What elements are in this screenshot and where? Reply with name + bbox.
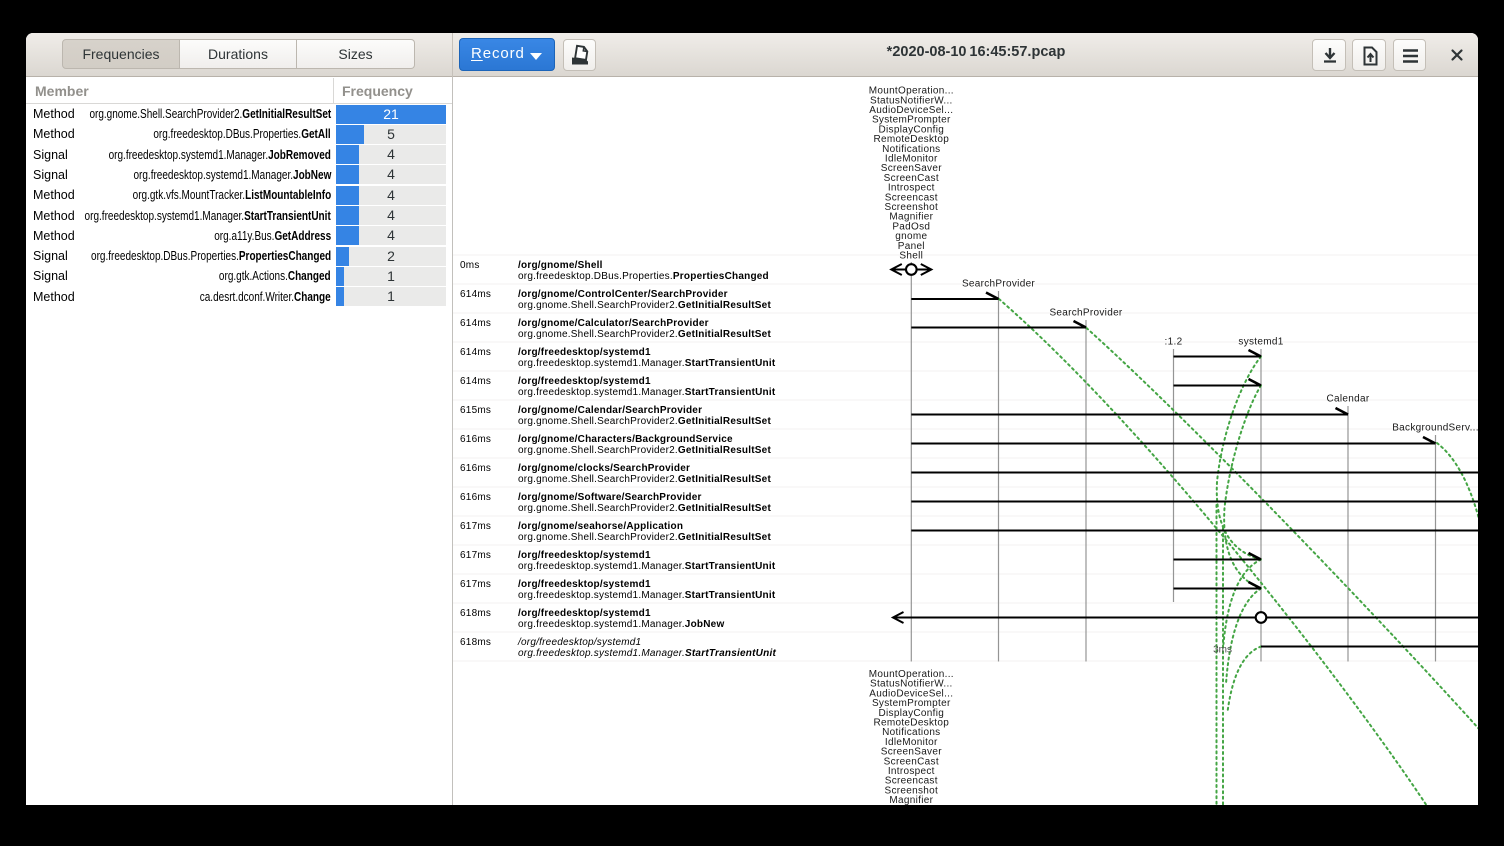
svg-text:Introspect: Introspect: [888, 183, 935, 194]
svg-text::1.2: :1.2: [1165, 337, 1183, 348]
svg-text:Screenshot: Screenshot: [885, 785, 939, 796]
svg-text:Screencast: Screencast: [885, 776, 938, 787]
svg-text:StatusNotifierW...: StatusNotifierW...: [870, 679, 953, 690]
svg-text:RemoteDesktop: RemoteDesktop: [873, 718, 949, 729]
svg-text:PadOsd: PadOsd: [892, 221, 930, 232]
svg-text:AudioDeviceSel...: AudioDeviceSel...: [869, 105, 953, 116]
svg-text:Screenshot: Screenshot: [885, 202, 939, 213]
svg-text:Introspect: Introspect: [888, 766, 935, 777]
svg-text:RemoteDesktop: RemoteDesktop: [873, 134, 949, 145]
svg-text:Shell: Shell: [899, 251, 923, 262]
svg-text:MountOperation...: MountOperation...: [869, 86, 954, 97]
svg-text:ScreenSaver: ScreenSaver: [881, 163, 942, 174]
svg-text:DisplayConfig: DisplayConfig: [878, 124, 944, 135]
svg-text:SearchProvider: SearchProvider: [1049, 308, 1122, 319]
svg-text:Magnifier: Magnifier: [889, 795, 933, 805]
svg-text:BackgroundServ...: BackgroundServ...: [1392, 423, 1478, 434]
svg-text:IdleMonitor: IdleMonitor: [885, 154, 938, 165]
svg-text:Notifications: Notifications: [882, 727, 940, 738]
svg-text:AudioDeviceSel...: AudioDeviceSel...: [869, 688, 953, 699]
svg-text:SystemPrompter: SystemPrompter: [872, 698, 951, 709]
svg-text:ScreenCast: ScreenCast: [884, 173, 939, 184]
svg-text:Magnifier: Magnifier: [889, 212, 933, 223]
svg-text:Calendar: Calendar: [1327, 394, 1370, 405]
svg-text:Screencast: Screencast: [885, 192, 938, 203]
svg-text:MountOperation...: MountOperation...: [869, 669, 954, 680]
svg-text:SearchProvider: SearchProvider: [962, 279, 1035, 290]
svg-text:IdleMonitor: IdleMonitor: [885, 737, 938, 748]
svg-text:Notifications: Notifications: [882, 144, 940, 155]
svg-text:SystemPrompter: SystemPrompter: [872, 115, 951, 126]
svg-text:3ms: 3ms: [1213, 645, 1232, 656]
svg-text:ScreenSaver: ScreenSaver: [881, 747, 942, 758]
svg-text:ScreenCast: ScreenCast: [884, 756, 939, 767]
svg-text:gnome: gnome: [895, 231, 927, 242]
svg-text:Panel: Panel: [898, 241, 925, 252]
svg-text:DisplayConfig: DisplayConfig: [878, 708, 944, 719]
svg-text:StatusNotifierW...: StatusNotifierW...: [870, 95, 953, 106]
svg-text:systemd1: systemd1: [1238, 337, 1283, 348]
